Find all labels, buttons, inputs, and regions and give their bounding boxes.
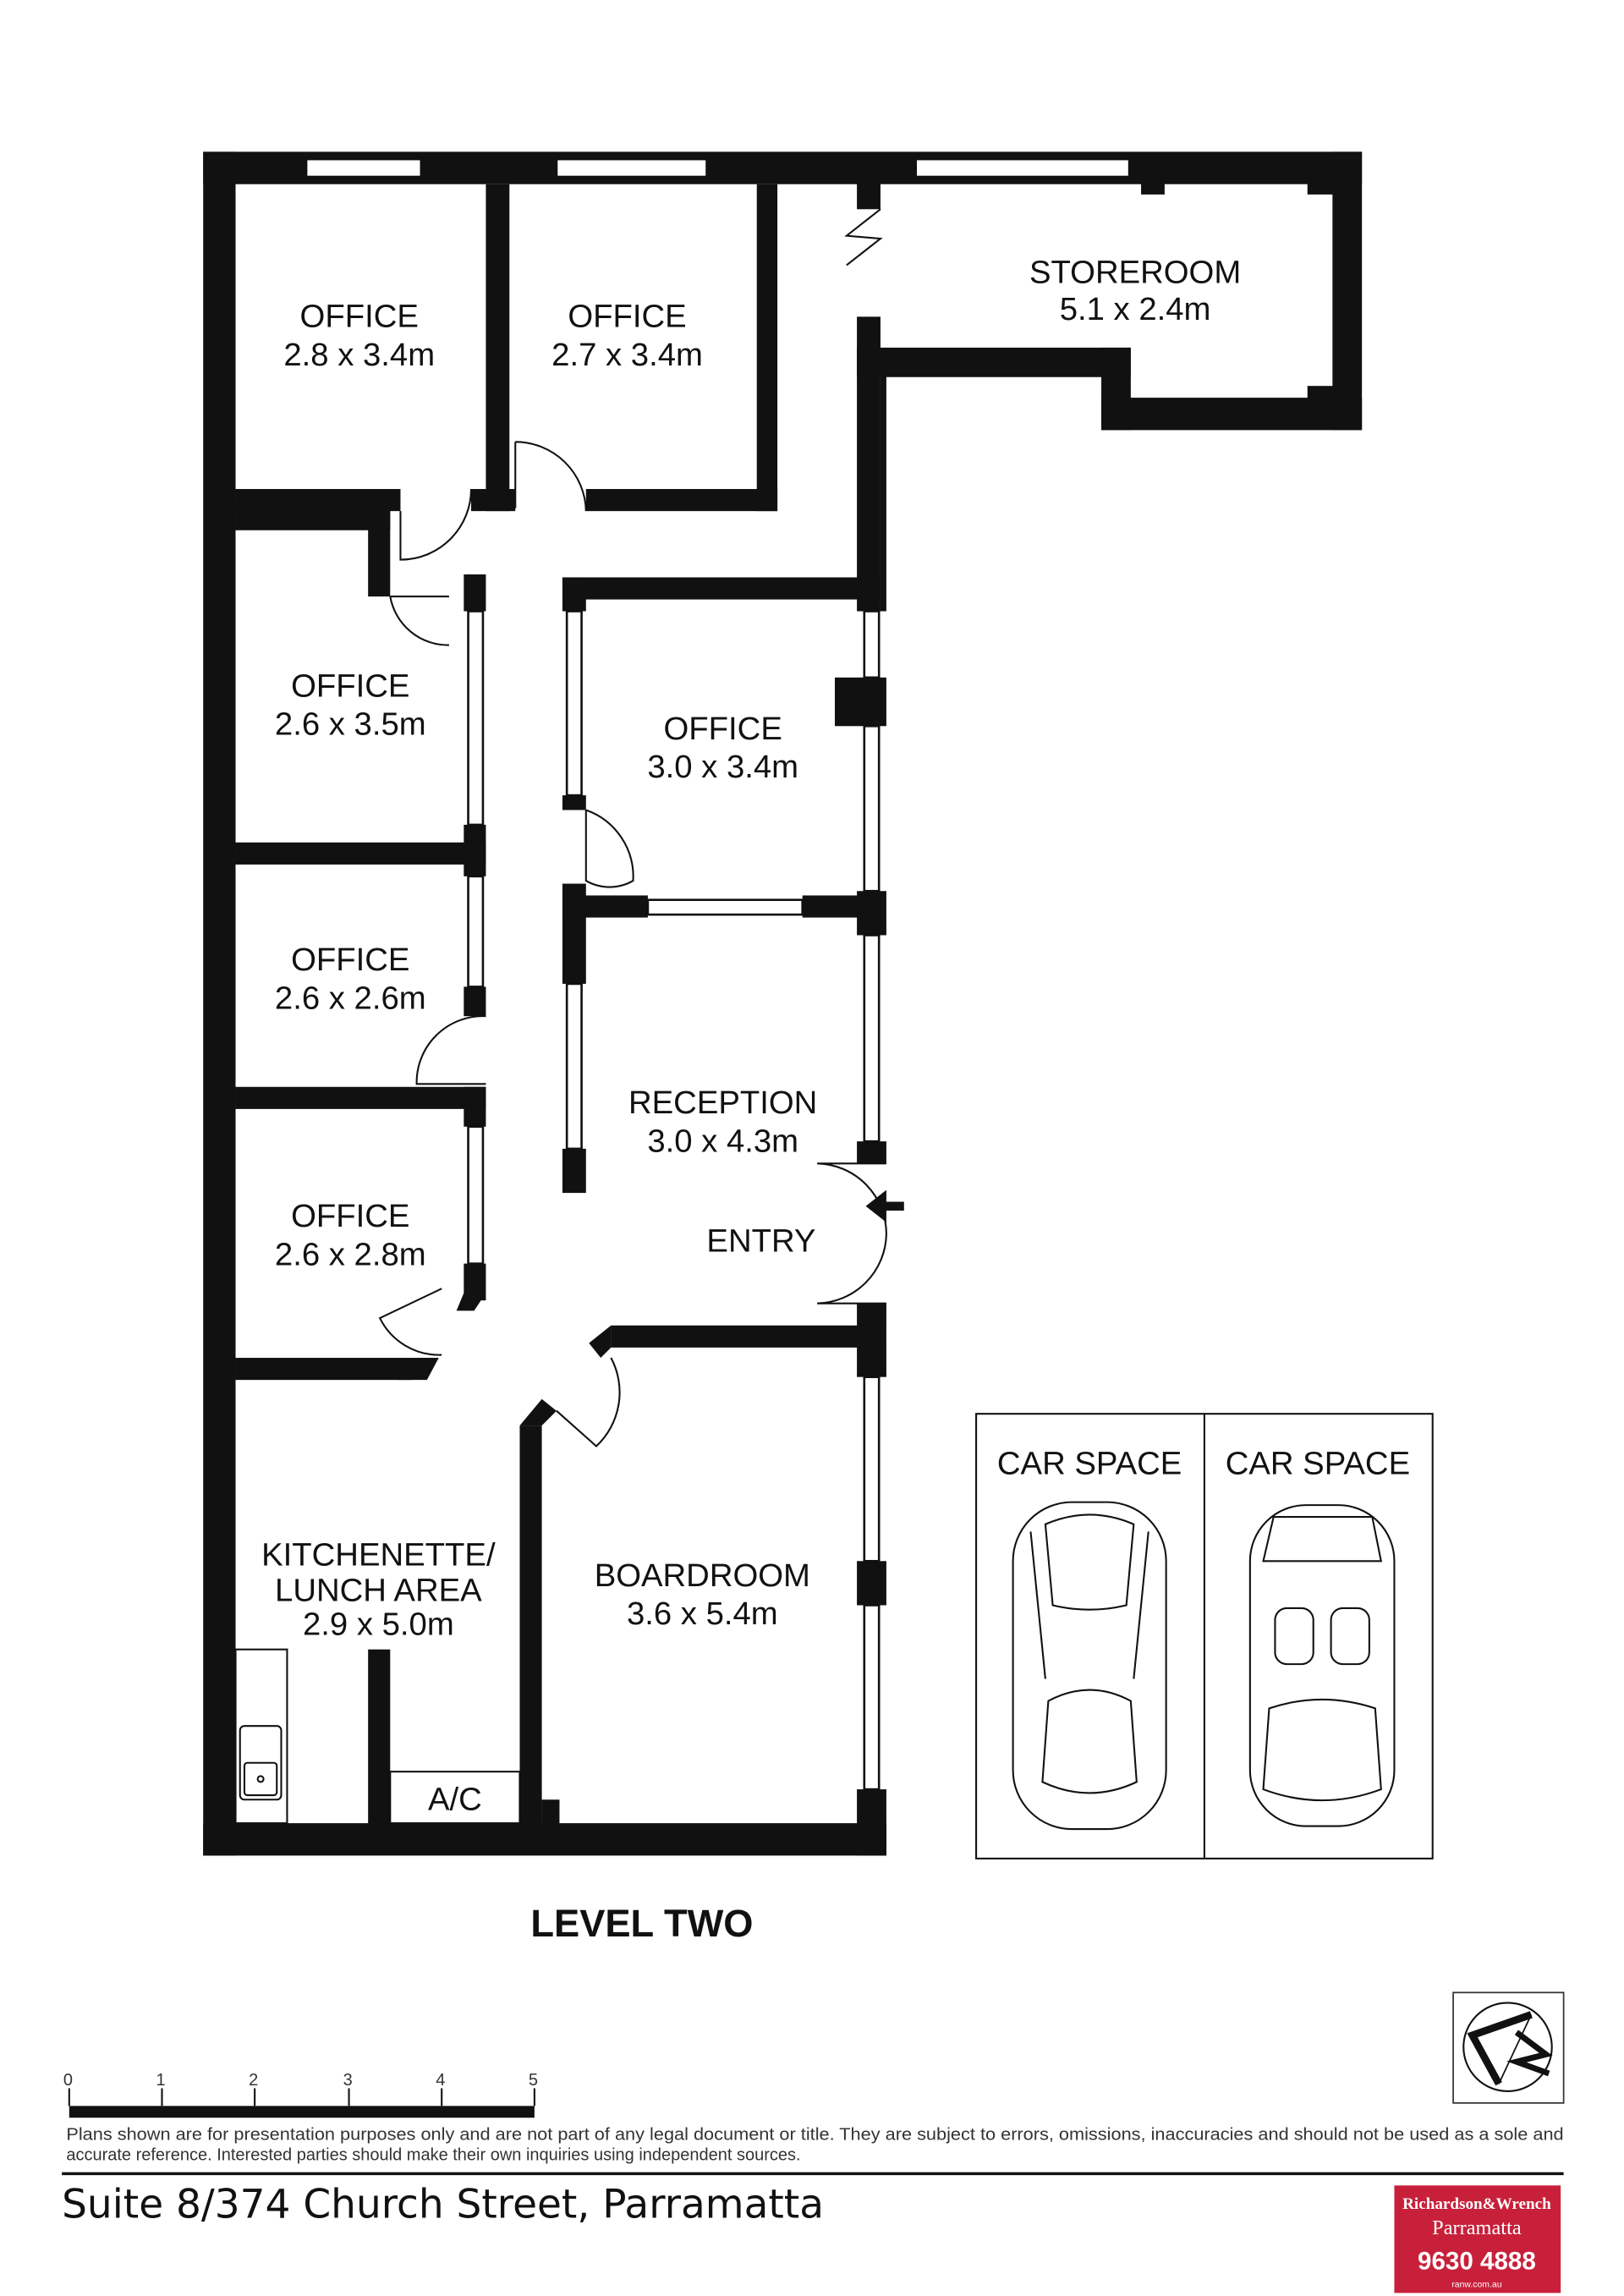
room-size: 2.7 x 3.4m [551, 337, 703, 373]
room-size: 2.6 x 2.6m [275, 980, 426, 1017]
room-size: 3.0 x 3.4m [647, 749, 798, 785]
divider [62, 2172, 1564, 2176]
kitchen-fixtures [234, 1648, 521, 1825]
disclaimer-line-1: Plans shown are for presentation purpose… [66, 2125, 1563, 2144]
agency-badge: Richardson&Wrench Parramatta 9630 4888 r… [1394, 2185, 1561, 2293]
ac-label: A/C [428, 1781, 482, 1817]
car-spaces: CAR SPACE CAR SPACE [975, 1413, 1434, 1859]
room-name: OFFICE [568, 299, 686, 335]
room-name: OFFICE [291, 1198, 409, 1234]
property-address: Suite 8/374 Church Street, Parramatta [62, 2182, 824, 2228]
north-compass-icon [1452, 1991, 1565, 2104]
entry-label: ENTRY [706, 1223, 815, 1260]
agency-office: Parramatta [1432, 2216, 1522, 2239]
doors [378, 208, 887, 1447]
scale-label: 3 [343, 2071, 353, 2090]
scale-label: 4 [436, 2071, 445, 2090]
room-size: 2.8 x 3.4m [283, 337, 435, 373]
room-name: RECEPTION [628, 1085, 817, 1121]
scale-label: 5 [529, 2071, 538, 2090]
scale-bar: 0 1 2 3 4 5 [63, 2071, 538, 2118]
room-size: 3.6 x 5.4m [627, 1596, 778, 1632]
entry-arrow-icon [865, 1189, 904, 1222]
room-office-5: OFFICE 2.6 x 2.6m [275, 942, 426, 1016]
room-size: 3.0 x 4.3m [647, 1123, 798, 1159]
level-title: LEVEL TWO [530, 1902, 753, 1945]
room-name: BOARDROOM [595, 1557, 810, 1594]
room-name-2: LUNCH AREA [275, 1572, 482, 1608]
room-office-2: OFFICE 2.7 x 3.4m [551, 299, 703, 373]
room-size: 5.1 x 2.4m [1060, 291, 1211, 327]
scale-label: 2 [249, 2071, 258, 2090]
convertible-car-icon [1248, 1504, 1396, 1827]
room-reception: RECEPTION 3.0 x 4.3m [628, 1085, 817, 1159]
room-name: OFFICE [664, 711, 782, 747]
room-office-4: OFFICE 3.0 x 3.4m [647, 711, 798, 785]
room-office-6: OFFICE 2.6 x 2.8m [275, 1198, 426, 1272]
room-name: STOREROOM [1029, 254, 1241, 290]
room-office-3: OFFICE 2.6 x 3.5m [275, 667, 426, 742]
scale-label: 0 [63, 2071, 73, 2090]
room-name: KITCHENETTE/ [261, 1536, 496, 1573]
car-icon [1012, 1501, 1167, 1831]
agency-website: ranw.com.au [1451, 2280, 1501, 2289]
disclaimer-line-2: accurate reference. Interested parties s… [66, 2146, 800, 2165]
room-kitchen: KITCHENETTE/ LUNCH AREA 2.9 x 5.0m [261, 1536, 496, 1642]
car-space-label: CAR SPACE [1226, 1446, 1410, 1482]
scale-label: 1 [156, 2071, 166, 2090]
windows [304, 157, 1131, 1791]
room-name: OFFICE [300, 299, 419, 335]
walls [203, 151, 1363, 1856]
room-size: 2.9 x 5.0m [303, 1606, 454, 1642]
room-size: 2.6 x 3.5m [275, 706, 426, 743]
room-size: 2.6 x 2.8m [275, 1236, 426, 1272]
room-boardroom: BOARDROOM 3.6 x 5.4m [595, 1557, 810, 1632]
agency-name: Richardson&Wrench [1402, 2195, 1551, 2213]
car-space-label: CAR SPACE [997, 1446, 1182, 1482]
agency-phone: 9630 4888 [1418, 2248, 1536, 2276]
room-name: OFFICE [291, 667, 409, 704]
room-storeroom: STOREROOM 5.1 x 2.4m [1029, 254, 1241, 327]
room-name: OFFICE [291, 942, 409, 978]
room-office-1: OFFICE 2.8 x 3.4m [283, 299, 435, 373]
